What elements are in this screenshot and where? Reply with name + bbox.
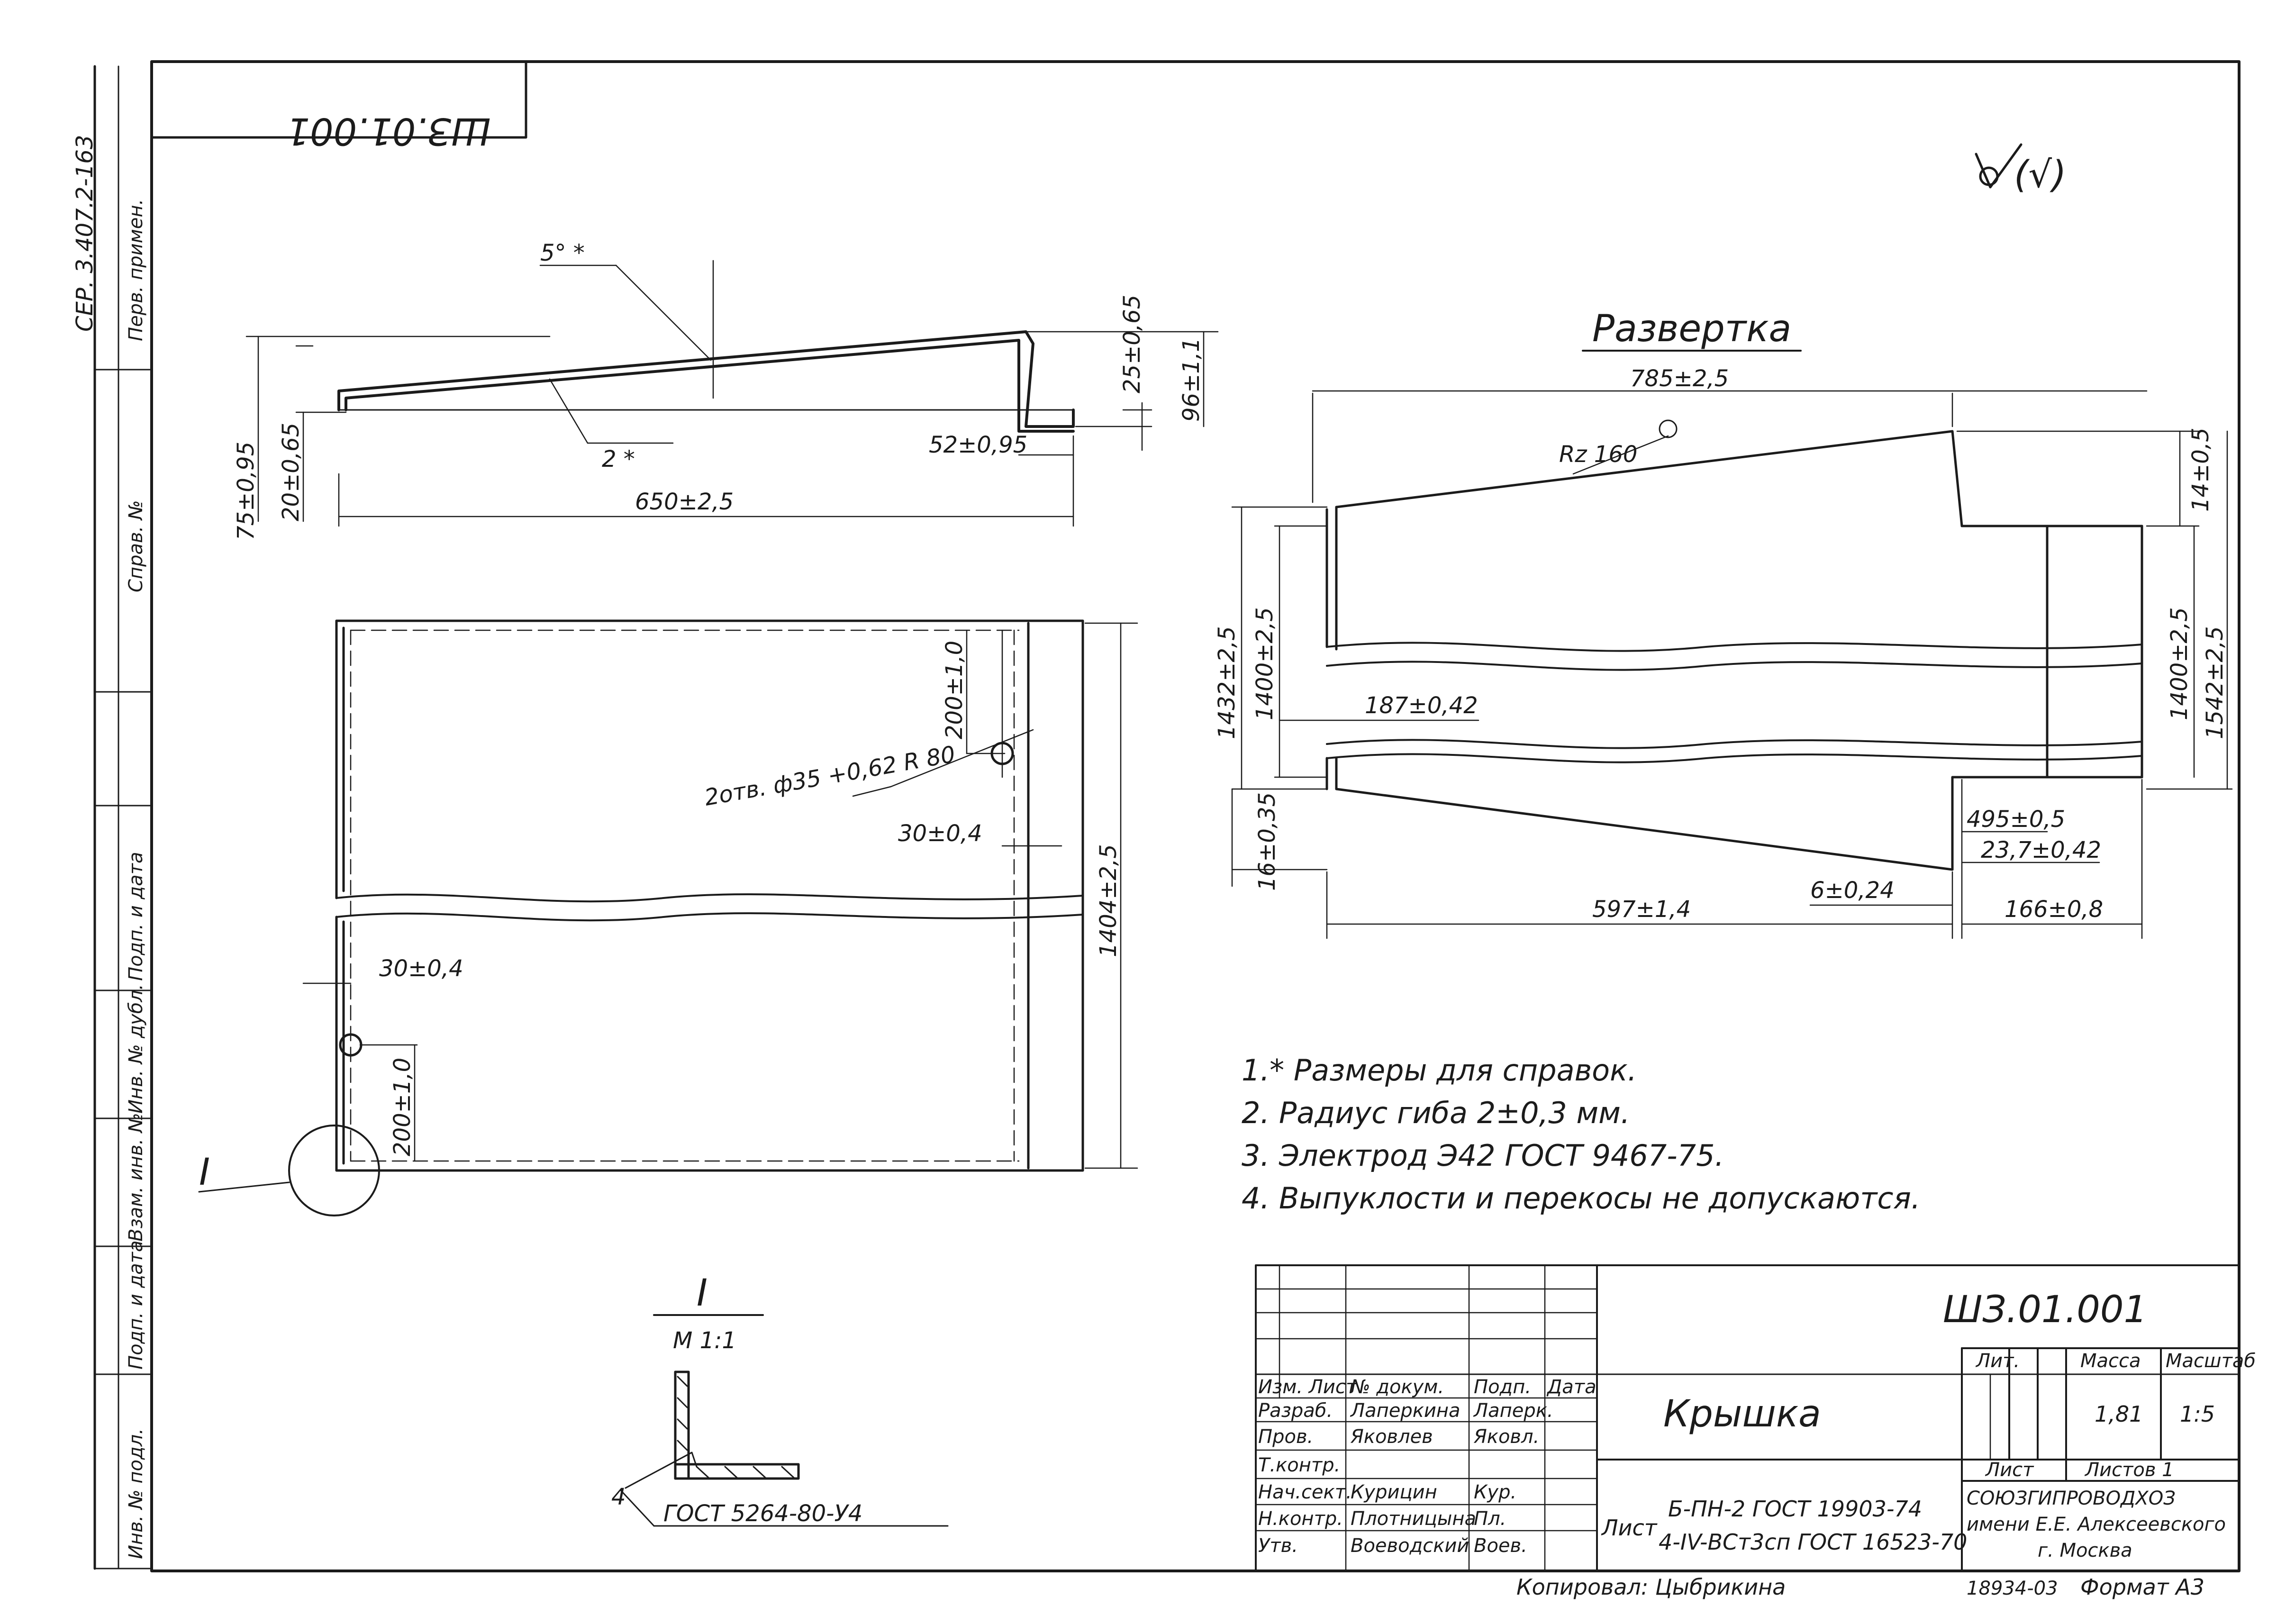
note-4: 4. Выпуклости и перекосы не допускаются. bbox=[1242, 1181, 1920, 1216]
tb-role-3: Нач.сект. bbox=[1258, 1481, 1352, 1503]
dim-step-width: 52±0,95 bbox=[929, 432, 1027, 458]
side-vzam-inv: Взам. инв. № bbox=[125, 1113, 147, 1242]
section-standard: ГОСТ 5264-80-У4 bbox=[663, 1500, 862, 1527]
tb-lit-label: Лит. bbox=[1975, 1350, 2020, 1372]
tb-sign-3: Кур. bbox=[1474, 1481, 1516, 1503]
tb-org-2: имени Е.Е. Алексеевского bbox=[1967, 1514, 2226, 1535]
tb-sheet-label: Лист bbox=[1985, 1459, 2034, 1481]
footer-copied: Копировал: Цыбрикина bbox=[1516, 1574, 1786, 1600]
development-title: Развертка bbox=[1592, 308, 1791, 350]
dim-hole-y-bottom: 200±1,0 bbox=[389, 1058, 416, 1156]
section-title: I bbox=[697, 1272, 708, 1315]
title-block-grid bbox=[1255, 1264, 2240, 1572]
tb-org-3: г. Москва bbox=[2038, 1540, 2132, 1561]
dim-top-angle: 5° * bbox=[540, 240, 585, 266]
tb-mass: 1,81 bbox=[2095, 1401, 2143, 1427]
tb-role-1: Пров. bbox=[1258, 1426, 1313, 1448]
note-2: 2. Радиус гиба 2±0,3 мм. bbox=[1242, 1096, 1630, 1130]
dim-dev-597: 597±1,4 bbox=[1592, 896, 1691, 923]
tb-person-4: Плотницына bbox=[1351, 1508, 1476, 1530]
tb-material-2: 4-IV-ВСт3сп ГОСТ 16523-70 bbox=[1659, 1529, 1967, 1555]
footer-format: Формат А3 bbox=[2080, 1574, 2204, 1600]
dev-roughness: Rz 160 bbox=[1559, 441, 1637, 468]
roughness-symbol: (√) bbox=[2014, 154, 2067, 196]
footer-number: 18934-03 bbox=[1967, 1578, 2058, 1599]
tb-sign-5: Воев. bbox=[1474, 1535, 1527, 1557]
dim-dev-495: 495±0,5 bbox=[1967, 806, 2065, 833]
tb-role-4: Н.контр. bbox=[1258, 1508, 1343, 1530]
tb-h-izm-list: Изм. Лист bbox=[1258, 1376, 1358, 1398]
section-scale: М 1:1 bbox=[673, 1327, 736, 1354]
section-weld-note: 4 bbox=[611, 1484, 626, 1510]
tb-sign-1: Яковл. bbox=[1473, 1426, 1539, 1448]
dim-thickness: 2 * bbox=[602, 446, 635, 472]
dim-hole-x-bottom: 30±0,4 bbox=[379, 955, 463, 982]
tb-person-0: Лаперкина bbox=[1350, 1400, 1460, 1422]
dim-length: 650±2,5 bbox=[635, 489, 734, 515]
side-perv-primen: Перв. примен. bbox=[125, 199, 147, 341]
tb-role-5: Утв. bbox=[1258, 1535, 1298, 1557]
tb-person-1: Яковлев bbox=[1350, 1426, 1433, 1448]
tb-sheets-label: Листов 1 bbox=[2084, 1459, 2174, 1481]
header-stamp-box bbox=[150, 60, 527, 139]
tb-person-3: Курицин bbox=[1351, 1481, 1437, 1503]
dim-dev-237: 23,7±0,42 bbox=[1981, 837, 2101, 863]
dim-hole: 2отв. ф35 +0,62 R 80 bbox=[702, 741, 957, 811]
note-1: 1.* Размеры для справок. bbox=[1242, 1053, 1637, 1088]
roughness-mark bbox=[1975, 143, 2023, 189]
tb-designation: ШЗ.01.001 bbox=[1943, 1288, 2147, 1331]
dim-left-total: 75±0,95 bbox=[233, 442, 259, 540]
dim-dev-left-outer: 1432±2,5 bbox=[1214, 626, 1240, 739]
tb-sign-4: Пл. bbox=[1474, 1508, 1506, 1530]
dim-dev-right-small: 14±0,5 bbox=[2187, 427, 2214, 512]
sheet-frame bbox=[93, 60, 2241, 1572]
dim-hole-y-top: 200±1,0 bbox=[941, 641, 968, 739]
tb-material-prefix: Лист bbox=[1601, 1515, 1658, 1541]
dim-dev-6: 6±0,24 bbox=[1810, 877, 1895, 904]
tb-role-0: Разраб. bbox=[1258, 1400, 1333, 1422]
note-3: 3. Электрод Э42 ГОСТ 9467-75. bbox=[1242, 1138, 1724, 1173]
dim-dev-right-inner: 1400±2,5 bbox=[2166, 607, 2193, 720]
dim-dev-fold: 187±0,42 bbox=[1365, 692, 1478, 719]
tb-scale-label: Масштаб bbox=[2166, 1350, 2256, 1372]
side-inv-dubl: Инв. № дубл. bbox=[125, 984, 147, 1114]
dim-left-lip: 20±0,65 bbox=[278, 423, 304, 521]
tb-sign-0: Лаперк. bbox=[1473, 1400, 1553, 1422]
tb-material-1: Б-ПН-2 ГОСТ 19903-74 bbox=[1668, 1496, 1922, 1522]
section-view bbox=[620, 1314, 949, 1527]
dim-plan-height: 1404±2,5 bbox=[1095, 844, 1122, 957]
side-podp-data-1: Подп. и дата bbox=[125, 852, 147, 981]
tb-scale: 1:5 bbox=[2180, 1401, 2215, 1427]
tb-person-5: Воеводский bbox=[1351, 1535, 1469, 1557]
side-series: СЕР. 3.407.2-163 bbox=[72, 135, 98, 332]
dim-right-total: 96±1,1 bbox=[1178, 337, 1205, 422]
side-podp-data-2: Подп. и дата bbox=[125, 1241, 147, 1370]
tb-h-date: Дата bbox=[1546, 1376, 1597, 1398]
dim-dev-right-outer: 1542±2,5 bbox=[2202, 626, 2228, 739]
tb-org-1: СОЮЗГИПРОВОДХОЗ bbox=[1967, 1488, 2176, 1509]
tb-role-2: Т.контр. bbox=[1258, 1454, 1340, 1476]
plan-view bbox=[198, 619, 1138, 1216]
dim-dev-166: 166±0,8 bbox=[2005, 896, 2103, 923]
profile-view bbox=[245, 260, 1219, 527]
dim-dev-left-inner: 1400±2,5 bbox=[1252, 607, 1278, 720]
development-view bbox=[1231, 350, 2233, 939]
header-stamp: ШЗ.01.001 bbox=[286, 109, 490, 152]
side-stamp-grid bbox=[94, 369, 153, 1375]
dim-right-height: 25±0,65 bbox=[1119, 295, 1145, 393]
side-sprav-no: Справ. № bbox=[125, 500, 147, 592]
side-inv-podl: Инв. № подл. bbox=[125, 1428, 147, 1559]
tb-h-sign: Подп. bbox=[1474, 1376, 1531, 1398]
tb-name: Крышка bbox=[1663, 1393, 1821, 1435]
dim-dev-left-bottom: 16±0,35 bbox=[1254, 792, 1280, 891]
tb-h-doc: № докум. bbox=[1350, 1376, 1444, 1398]
tb-mass-label: Масса bbox=[2080, 1350, 2141, 1372]
section-callout: I bbox=[199, 1151, 210, 1194]
dim-hole-x-top: 30±0,4 bbox=[898, 820, 982, 847]
dim-dev-width: 785±2,5 bbox=[1630, 365, 1729, 392]
